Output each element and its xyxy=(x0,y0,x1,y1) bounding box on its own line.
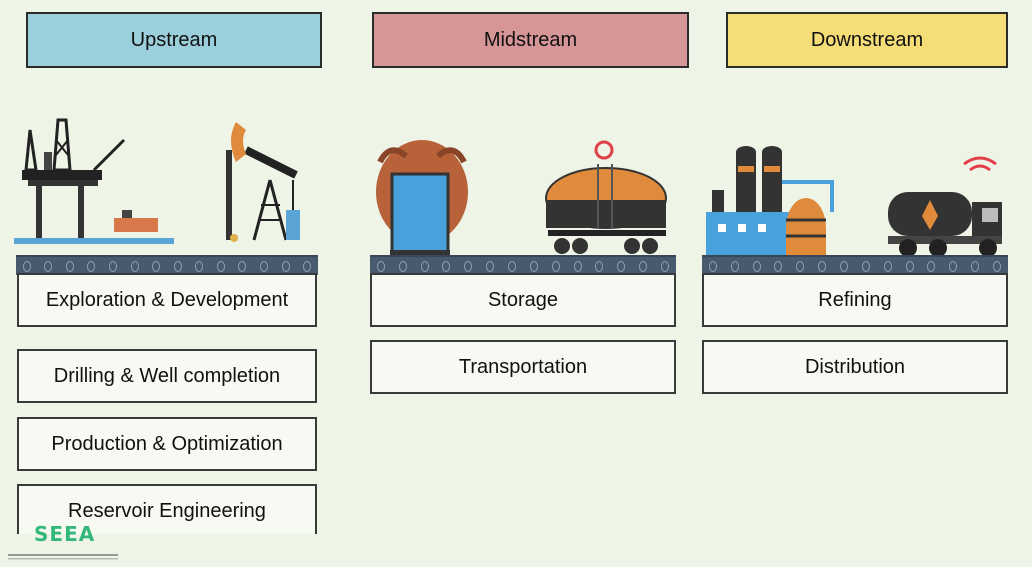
item-label: Drilling & Well completion xyxy=(53,364,281,387)
upstream-item: Reservoir Engineering xyxy=(17,484,317,534)
item-label: Refining xyxy=(818,288,892,311)
item-label: Reservoir Engineering xyxy=(68,500,266,522)
midstream-title: Midstream xyxy=(483,28,578,51)
downstream-title: Downstream xyxy=(810,28,924,51)
item-label: Transportation xyxy=(458,355,588,378)
midstream-header: Midstream xyxy=(372,12,689,68)
upstream-illustration xyxy=(14,118,300,244)
storage-tank-icon xyxy=(376,140,468,258)
midstream-conveyor xyxy=(370,255,676,275)
item-label: Production & Optimization xyxy=(51,432,283,455)
item-label: Storage xyxy=(487,288,559,311)
pumpjack-icon xyxy=(226,122,300,242)
midstream-item: Storage xyxy=(370,273,676,327)
logo-subtitle-graphic xyxy=(8,554,118,560)
refinery-icon xyxy=(706,146,834,258)
seea-logo: SEEA xyxy=(34,522,96,546)
offshore-rig-icon xyxy=(14,118,174,244)
upstream-title: Upstream xyxy=(130,28,218,51)
upstream-header: Upstream xyxy=(26,12,322,68)
rail-tanker-icon xyxy=(545,140,667,254)
item-label: Exploration & Development xyxy=(45,288,289,311)
midstream-illustration xyxy=(376,140,667,258)
upstream-item: Production & Optimization xyxy=(17,417,317,471)
downstream-conveyor xyxy=(702,255,1008,275)
fuel-truck-icon xyxy=(888,156,1002,257)
downstream-item: Refining xyxy=(702,273,1008,327)
upstream-item: Drilling & Well completion xyxy=(17,349,317,403)
downstream-header: Downstream xyxy=(726,12,1008,68)
upstream-conveyor xyxy=(16,255,318,275)
downstream-item: Distribution xyxy=(702,340,1008,394)
item-label: Distribution xyxy=(804,355,906,378)
midstream-item: Transportation xyxy=(370,340,676,394)
downstream-illustration xyxy=(706,146,1002,258)
upstream-item: Exploration & Development xyxy=(17,273,317,327)
